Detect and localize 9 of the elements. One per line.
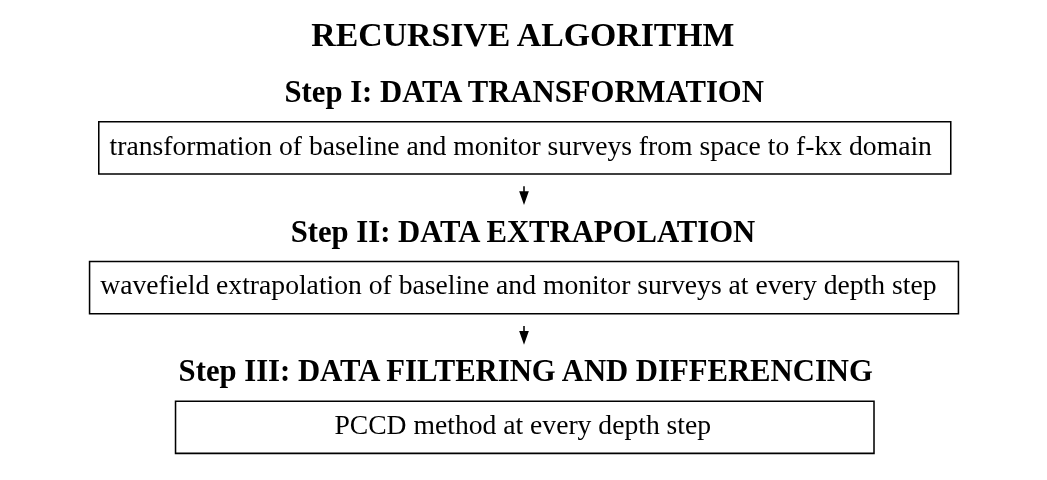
node-label: Step III: DATA FILTERING AND DIFFERENCING xyxy=(178,354,873,389)
node-box: PCCD method at every depth step xyxy=(174,400,875,455)
diagram-title: RECURSIVE ALGORITHM xyxy=(310,15,734,53)
node-box: transformation of baseline and monitor surveys from space to f-kx domain xyxy=(97,121,952,175)
node-box: wavefield extrapolation of baseline and monitor surveys at every depth step xyxy=(88,260,959,315)
node-label: Step II: DATA EXTRAPOLATION xyxy=(290,214,755,249)
arrow xyxy=(518,325,529,345)
node-label: Step I: DATA TRANSFORMATION xyxy=(284,74,764,109)
arrow xyxy=(518,185,529,206)
